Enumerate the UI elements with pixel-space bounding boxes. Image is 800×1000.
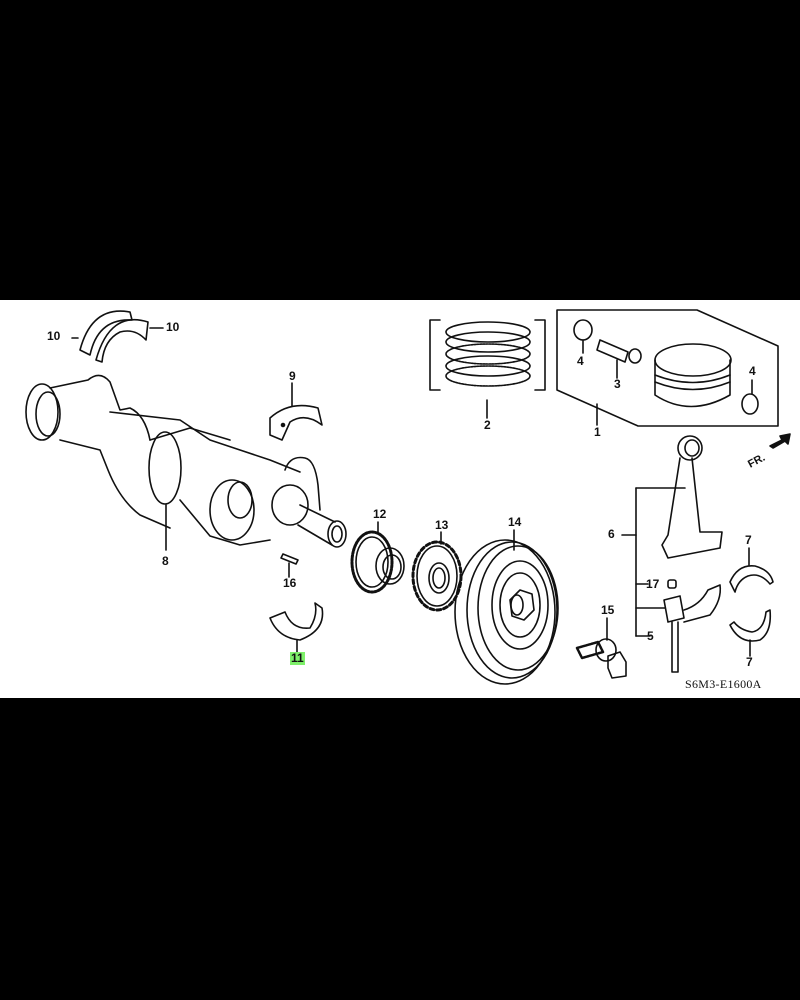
callout-4-left[interactable]: 4 xyxy=(577,354,584,368)
pulse-plate-illustration xyxy=(411,531,463,612)
connecting-rod-illustration xyxy=(621,435,723,673)
callout-2[interactable]: 2 xyxy=(484,418,491,432)
callout-4-right[interactable]: 4 xyxy=(749,364,756,378)
piston-ring-set-illustration xyxy=(429,319,546,419)
callout-13[interactable]: 13 xyxy=(435,518,449,532)
parts-diagram: 10 10 9 8 16 11 12 13 14 15 2 1 4 3 4 6 … xyxy=(0,300,800,698)
top-letterbox xyxy=(0,0,800,300)
callout-10-right[interactable]: 10 xyxy=(166,320,180,334)
callout-6[interactable]: 6 xyxy=(608,527,615,541)
main-bearing-upper-illustration xyxy=(269,382,323,441)
callout-17[interactable]: 17 xyxy=(646,577,660,591)
woodruff-key-illustration xyxy=(280,553,299,578)
thrust-washer-illustration xyxy=(71,310,164,363)
diagram-illustration xyxy=(25,309,791,685)
callout-9[interactable]: 9 xyxy=(289,369,296,383)
callout-15[interactable]: 15 xyxy=(601,603,615,617)
crankshaft-illustration xyxy=(25,374,347,551)
callout-5[interactable]: 5 xyxy=(647,629,654,643)
main-bearing-lower-illustration xyxy=(269,602,324,653)
rod-bearings-illustration xyxy=(729,547,774,657)
front-arrow-illustration xyxy=(769,433,791,449)
diagram-code: S6M3-E1600A xyxy=(685,677,762,691)
callout-10-left[interactable]: 10 xyxy=(47,329,61,343)
pulley-bolt-illustration xyxy=(575,617,627,679)
callout-7-lower[interactable]: 7 xyxy=(746,655,753,669)
timing-sprocket-illustration xyxy=(350,521,405,594)
callout-11-highlighted[interactable]: 11 xyxy=(290,651,305,665)
piston-assembly-illustration xyxy=(556,309,779,427)
callout-7-upper[interactable]: 7 xyxy=(745,533,752,547)
callout-8[interactable]: 8 xyxy=(162,554,169,568)
callout-3[interactable]: 3 xyxy=(614,377,621,391)
bottom-letterbox xyxy=(0,698,800,1000)
crankshaft-pulley-illustration xyxy=(454,529,559,685)
callout-16[interactable]: 16 xyxy=(283,576,297,590)
callout-12[interactable]: 12 xyxy=(373,507,387,521)
callout-1[interactable]: 1 xyxy=(594,425,601,439)
callout-14[interactable]: 14 xyxy=(508,515,522,529)
